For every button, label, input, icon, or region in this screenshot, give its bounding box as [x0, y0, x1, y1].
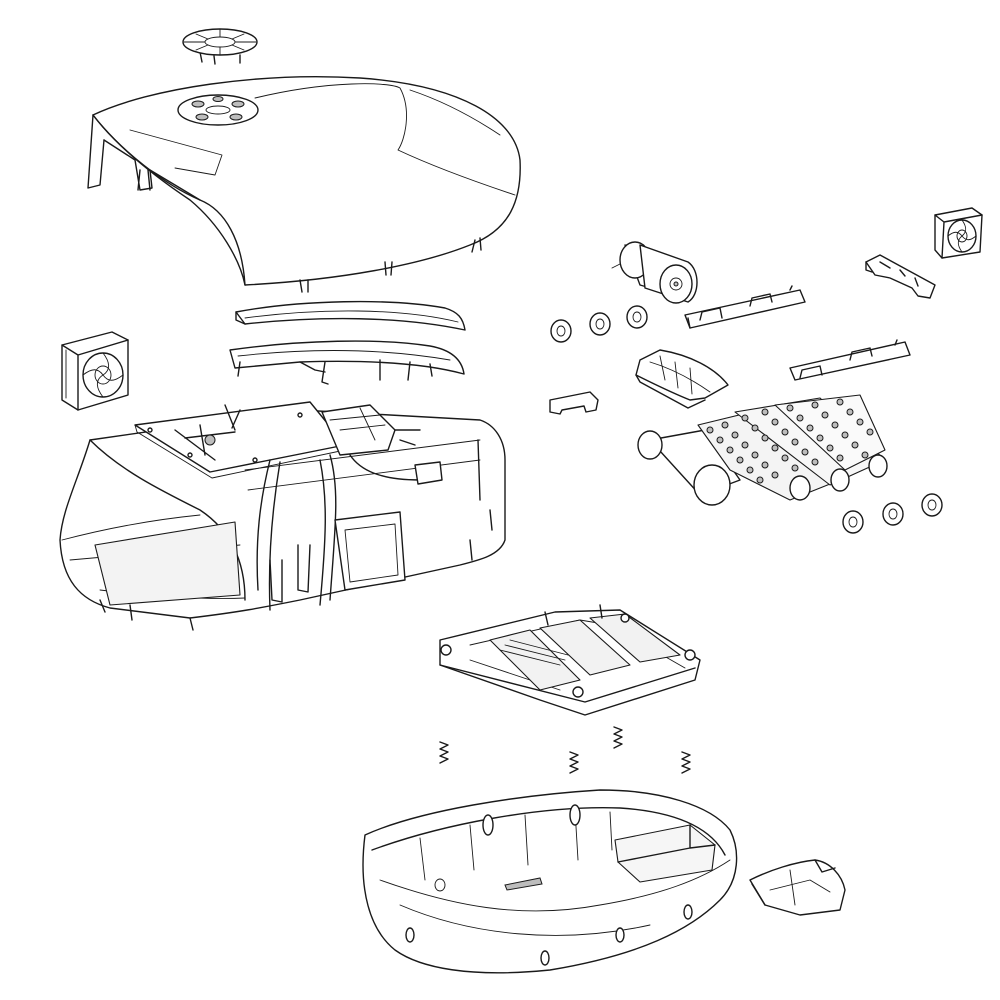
brush-bristles [706, 398, 874, 484]
bottom-housing [362, 789, 738, 974]
washer-set-lower [842, 493, 943, 534]
cooling-fan-left [61, 331, 129, 411]
roller-mount-bar-lower [789, 339, 911, 381]
chassis-with-control-board [59, 401, 506, 631]
top-cap [182, 28, 258, 65]
filter-tray [439, 604, 701, 716]
cooling-fan-right [934, 207, 983, 259]
inner-trim-frame [229, 340, 465, 385]
brush-guard [635, 349, 729, 409]
small-clip [549, 391, 599, 415]
bracket-clip [865, 254, 936, 299]
outer-trim-strip [235, 300, 466, 331]
springs [439, 726, 691, 774]
battery-door [749, 859, 846, 916]
top-cover [87, 76, 521, 293]
roller-mount-bar-upper [684, 285, 806, 329]
washer-set-upper [550, 305, 648, 343]
brush-roller-assembly [637, 394, 888, 506]
drive-motor [611, 241, 698, 304]
